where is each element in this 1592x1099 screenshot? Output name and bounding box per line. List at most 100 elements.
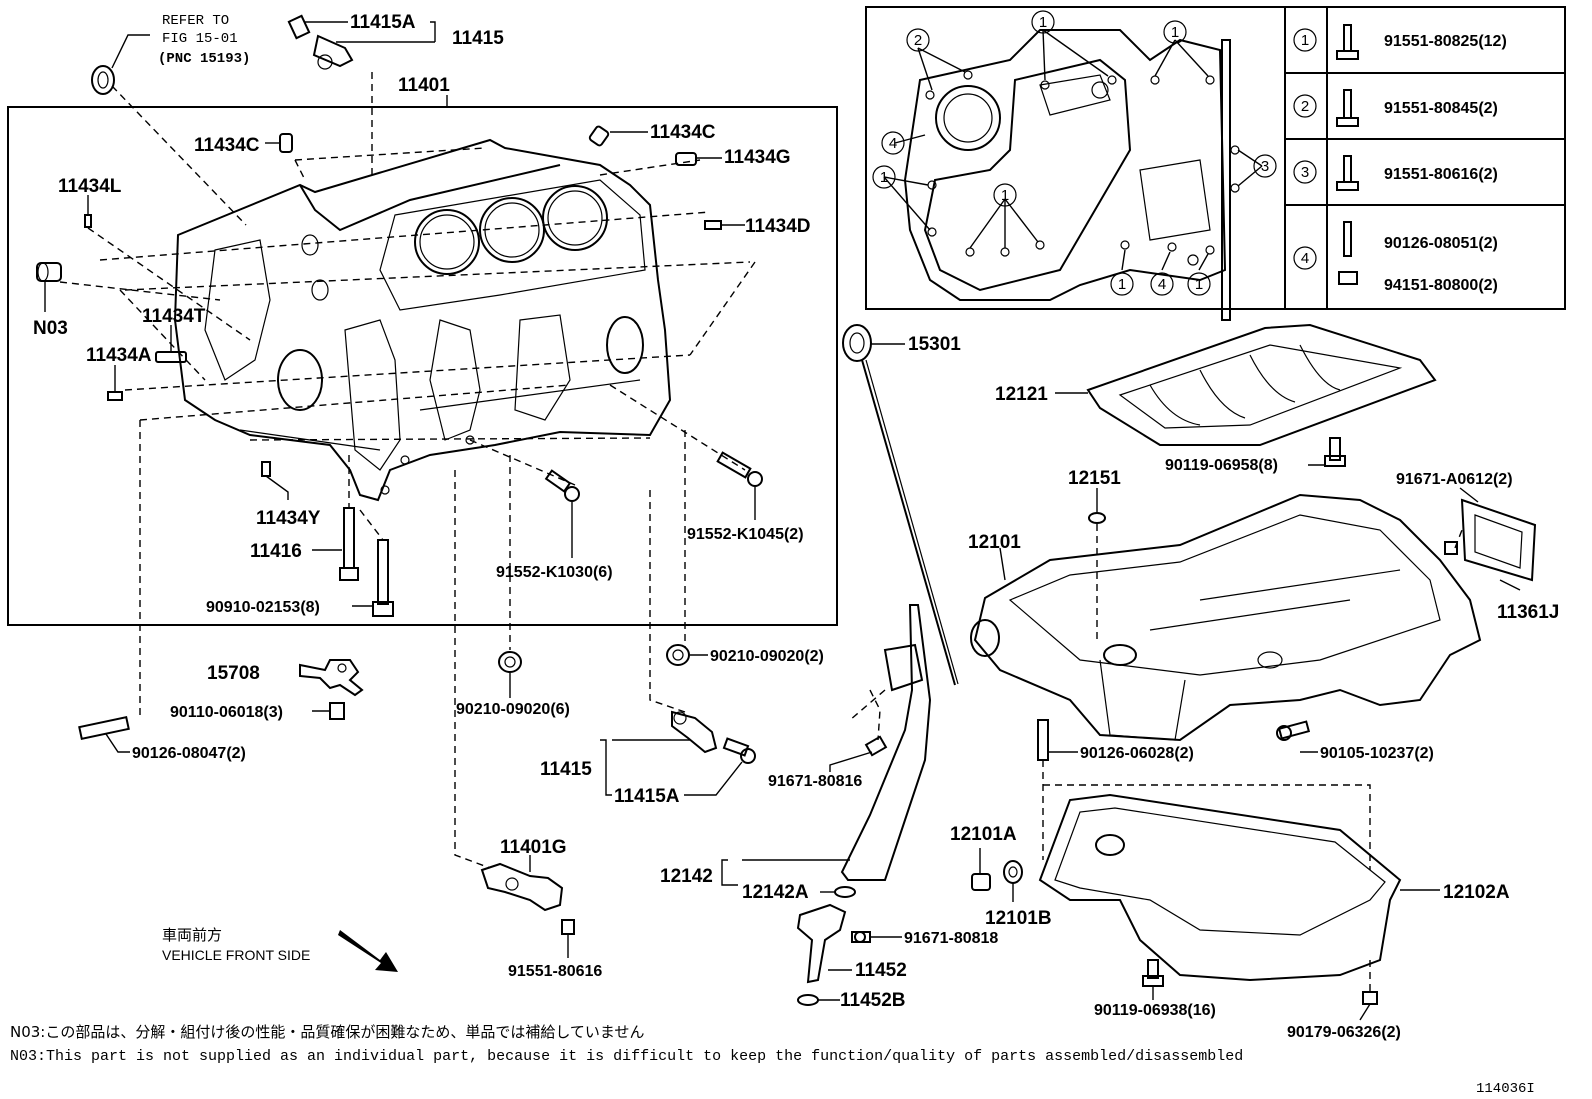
label-11434T: 11434T	[142, 306, 206, 327]
svg-text:1: 1	[1039, 14, 1047, 31]
svg-text:1: 1	[1118, 276, 1126, 293]
label-90119-06938: 90119-06938(16)	[1094, 1002, 1216, 1019]
label-11452: 11452	[855, 960, 907, 981]
label-11415A-bottom: 11415A	[614, 786, 680, 807]
svg-text:1: 1	[880, 169, 888, 186]
label-91671-80818: 91671-80818	[904, 930, 998, 947]
bolt-90119-06938: 90119-06938(16)	[1094, 959, 1216, 1019]
label-91552-K1030: 91552-K1030(6)	[496, 564, 613, 581]
svg-text:4: 4	[1301, 250, 1309, 267]
label-11401G: 11401G	[500, 837, 567, 858]
front-label-jp: 車両前方	[162, 926, 222, 944]
svg-text:3: 3	[1301, 164, 1309, 181]
sensor-11401G: 11401G	[480, 837, 567, 912]
label-12121: 12121	[995, 384, 1048, 405]
pin-11434D: 11434D	[704, 216, 811, 237]
marker-2-icon: 2	[906, 28, 930, 52]
marker-1-icon: 1	[1110, 272, 1134, 296]
note-jp: N03:この部品は、分解・組付け後の性能・品質確保が困難なため、単品では補給して…	[10, 1023, 644, 1041]
label-91551-80616: 91551-80616	[508, 963, 602, 980]
figure-id: 114036I	[1476, 1081, 1535, 1097]
label-90126-06028: 90126-06028(2)	[1080, 745, 1194, 762]
label-12101B: 12101B	[985, 908, 1052, 929]
label-12102A: 12102A	[1443, 882, 1510, 903]
dipstick-15301: 15301	[842, 324, 961, 686]
legend-part-91551-80845: 91551-80845(2)	[1384, 100, 1498, 117]
pin-11434C-left: 11434C	[194, 133, 293, 156]
refer-note-line2: FIG 15-01	[162, 31, 238, 47]
svg-text:2: 2	[914, 32, 922, 49]
svg-text:4: 4	[889, 135, 897, 152]
label-90105-10237: 90105-10237(2)	[1320, 745, 1434, 762]
oil-jet-15708: 15708	[207, 659, 364, 697]
sensor-11415-top: 11415A 11415	[287, 12, 504, 180]
bolt-90119-06958: 90119-06958(8)	[1165, 437, 1346, 474]
bolt-91551-80616: 91551-80616	[508, 919, 602, 980]
label-11361J: 11361J	[1497, 602, 1559, 623]
oil-pan-12102A: 12102A	[1038, 760, 1510, 982]
marker-4-icon: 4	[1150, 272, 1174, 296]
marker-1-icon: 1	[1187, 272, 1211, 296]
legend-row-4: 4 90126-08051(2) 94151-80800(2)	[1293, 221, 1498, 294]
oil-seal-part	[91, 65, 247, 226]
marker-1-icon: 1	[1031, 10, 1055, 34]
bolt-91552-K1030: 91552-K1030(6)	[496, 469, 613, 581]
legend-part-90126-08051: 90126-08051(2)	[1384, 235, 1498, 252]
marker-1-icon: 1	[872, 165, 896, 189]
label-11434Y: 11434Y	[256, 508, 321, 529]
legend-part-91551-80616: 91551-80616(2)	[1384, 166, 1498, 183]
svg-text:3: 3	[1261, 158, 1269, 175]
label-11416: 11416	[250, 541, 302, 562]
cylinder-block	[173, 138, 672, 502]
label-11415-bottom: 11415	[540, 759, 592, 780]
svg-text:1: 1	[1001, 187, 1009, 204]
plug-12101A: 12101A	[950, 824, 1017, 891]
label-11434C-left: 11434C	[194, 135, 260, 156]
marker-4-icon: 4	[881, 131, 905, 155]
pin-11434Y: 11434Y	[256, 461, 321, 529]
block-exit-guides	[139, 420, 686, 869]
plug-N03: N03	[33, 262, 68, 339]
bolt-90105: 90105-10237(2)	[1276, 720, 1434, 762]
label-12101A: 12101A	[950, 824, 1017, 845]
nut-90210-6: 90210-09020(6)	[456, 651, 570, 718]
refer-note-line3: (PNC 15193)	[158, 51, 250, 67]
label-11415-top: 11415	[452, 28, 504, 49]
legend-row-2: 2 91551-80845(2)	[1293, 89, 1498, 127]
stud-90126-06028: 90126-06028(2)	[1037, 719, 1194, 762]
bolt-91671-80818: 91671-80818	[851, 930, 998, 947]
legend-part-94151-80800: 94151-80800(2)	[1384, 277, 1498, 294]
label-90210-09020-2: 90210-09020(2)	[710, 648, 824, 665]
refer-note-line1: REFER TO	[162, 13, 229, 29]
legend-row-1: 1 91551-80825(12)	[1293, 24, 1507, 60]
label-90126-08047: 90126-08047(2)	[132, 745, 246, 762]
refer-note: REFER TO FIG 15-01 (PNC 15193)	[111, 13, 250, 69]
pin-11434L: 11434L	[58, 176, 122, 228]
label-91671-A0612: 91671-A0612(2)	[1396, 471, 1513, 488]
bolt-90110: 90110-06018(3)	[170, 702, 345, 721]
marker-1-icon: 1	[1163, 20, 1187, 44]
label-11415A-top: 11415A	[350, 12, 416, 33]
label-11434L: 11434L	[58, 176, 122, 197]
oil-pan-12101: 12101	[968, 493, 1482, 742]
label-90210-09020-6: 90210-09020(6)	[456, 701, 570, 718]
label-90910-02153: 90910-02153(8)	[206, 599, 320, 616]
svg-text:4: 4	[1158, 276, 1166, 293]
block-guides	[59, 147, 756, 486]
bolt-91552-K1045: 91552-K1045(2)	[687, 451, 804, 543]
guide-bracket-11452: 11452B 11452	[796, 903, 907, 1011]
label-12101: 12101	[968, 532, 1021, 553]
bolt-90910: 90910-02153(8)	[206, 509, 394, 617]
svg-text:2: 2	[1301, 98, 1309, 115]
pin-11434G: 11434G	[675, 147, 791, 168]
label-12151: 12151	[1068, 468, 1121, 489]
label-11434C-right: 11434C	[650, 122, 716, 143]
svg-text:1: 1	[1171, 24, 1179, 41]
legend-row-3: 3 91551-80616(2)	[1293, 155, 1498, 191]
gasket-12101B: 12101B	[985, 860, 1052, 929]
nut-90179: 90179-06326(2)	[1287, 960, 1401, 1041]
note-en: N03:This part is not supplied as an indi…	[10, 1048, 1243, 1065]
cover-11361J: 11361J 91671-A0612(2)	[1396, 471, 1559, 623]
label-12142A: 12142A	[742, 882, 809, 903]
marker-1-icon: 1	[993, 183, 1017, 207]
